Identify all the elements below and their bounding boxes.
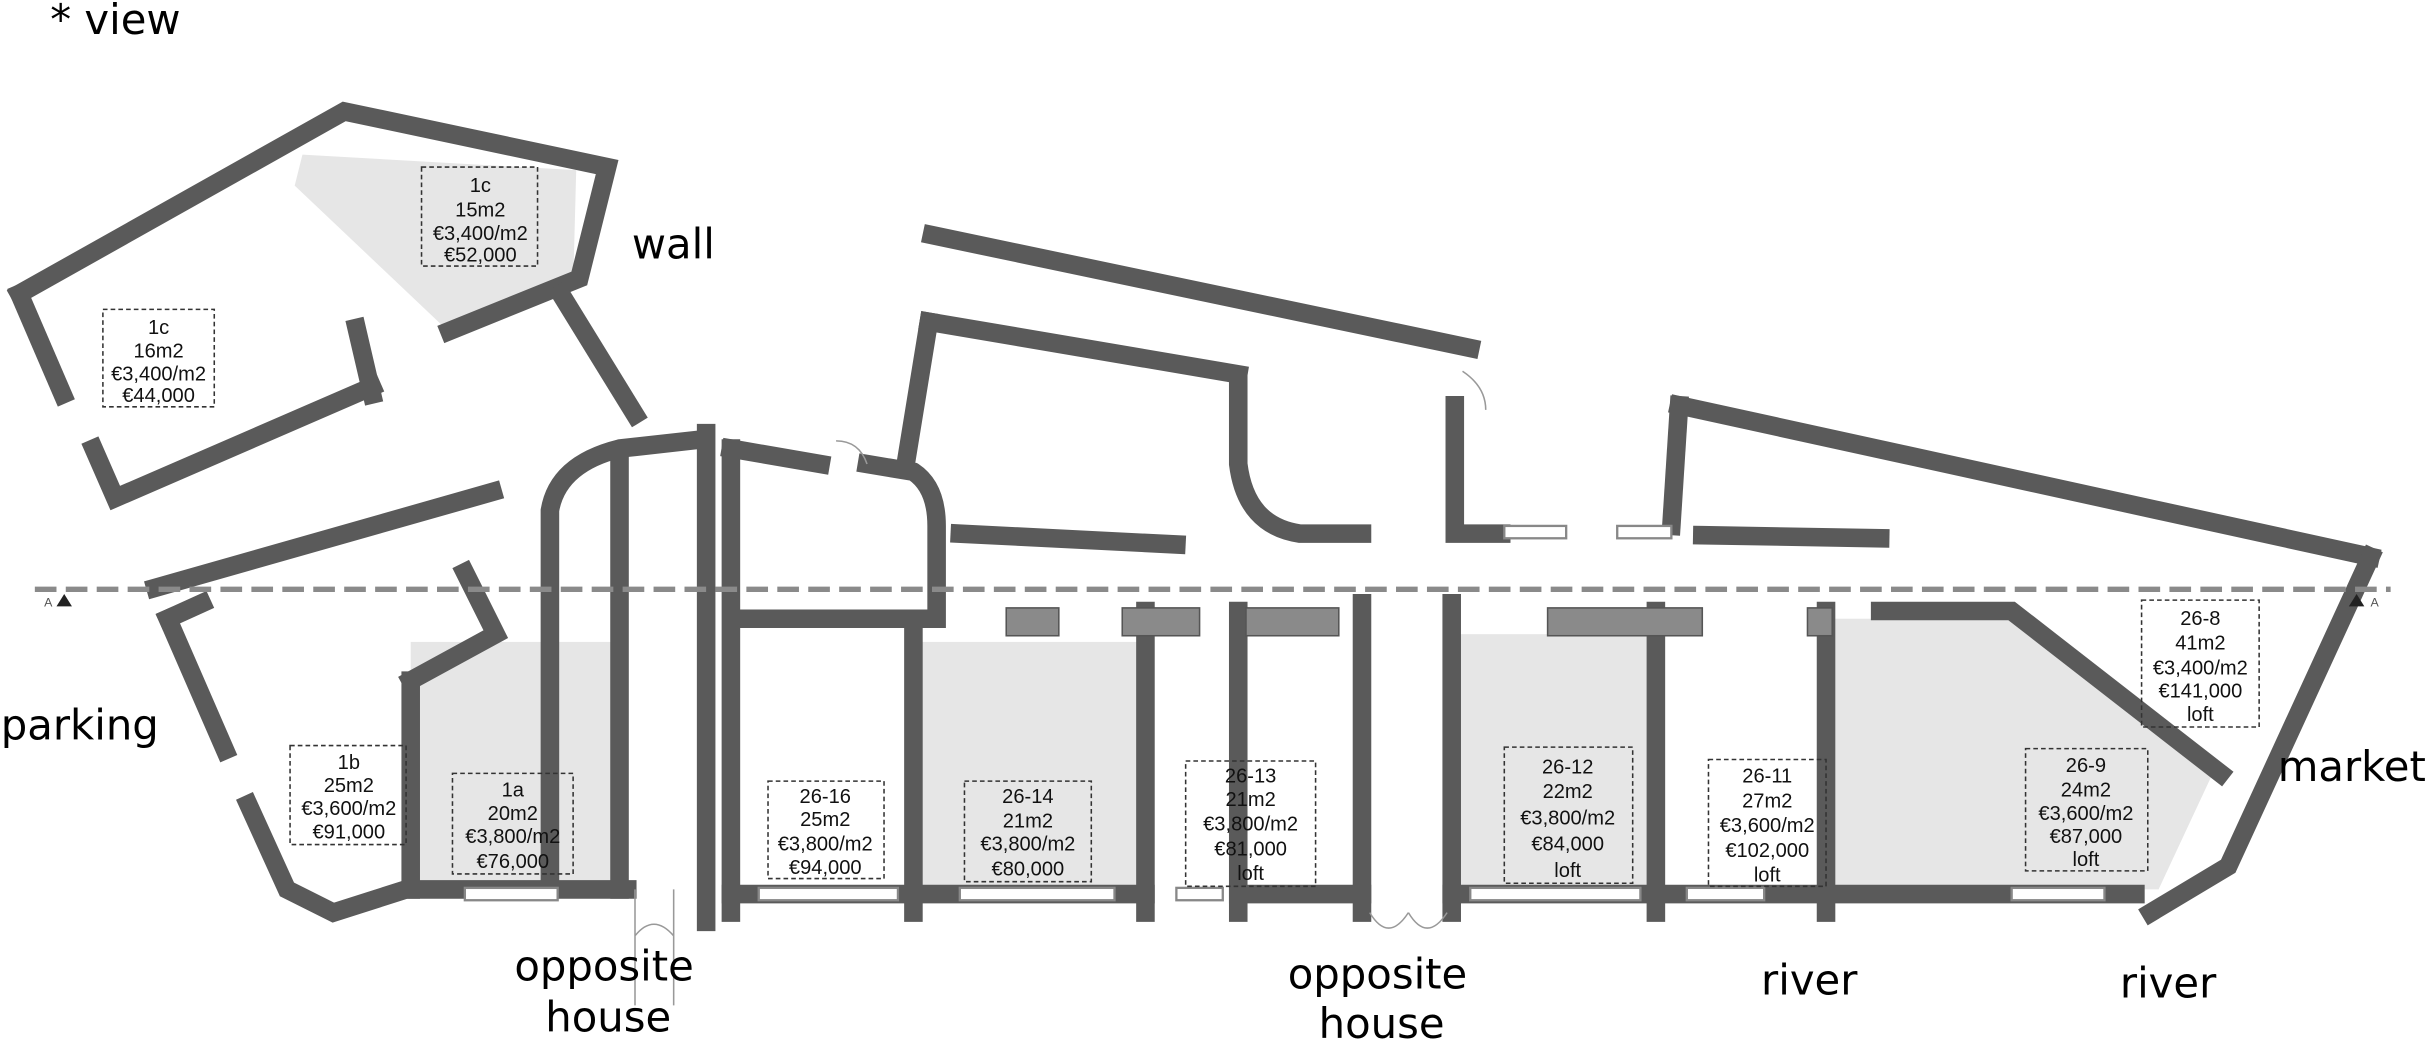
unit-id: 26-11 xyxy=(1742,766,1792,788)
unit-area: 22m2 xyxy=(1543,781,1593,803)
unit-label: 1c 16m2 €3,400/m2 €44,000 xyxy=(102,308,216,408)
unit-area: 24m2 xyxy=(2061,780,2111,802)
unit-price-per-m2: €3,800/m2 xyxy=(778,834,873,856)
unit-area: 16m2 xyxy=(133,340,183,362)
unit-area: 21m2 xyxy=(1225,789,1275,811)
unit-id: 26-9 xyxy=(2066,755,2106,777)
unit-price: €91,000 xyxy=(313,821,386,843)
unit-price-per-m2: €3,800/m2 xyxy=(465,826,560,848)
unit-labels: 1c 15m2 €3,400/m2 €52,000 1c 16m2 €3,400… xyxy=(102,166,2260,888)
unit-label: 26-16 25m2 €3,800/m2 €94,000 xyxy=(767,780,885,880)
unit-price: €80,000 xyxy=(992,858,1065,880)
unit-price-per-m2: €3,400/m2 xyxy=(433,223,528,245)
unit-id: 1c xyxy=(470,175,491,197)
unit-id: 26-8 xyxy=(2180,608,2220,630)
unit-price: €76,000 xyxy=(476,851,549,873)
shaded-units xyxy=(294,154,2213,890)
section-marker-left: A xyxy=(44,595,53,609)
unit-area: 25m2 xyxy=(324,775,374,797)
opposite-house-label: house xyxy=(545,993,671,1041)
unit-price-per-m2: €3,400/m2 xyxy=(111,364,206,386)
unit-label: 1c 15m2 €3,400/m2 €52,000 xyxy=(420,166,539,267)
unit-note: loft xyxy=(2187,704,2214,726)
unit-id: 1b xyxy=(338,752,360,774)
doors xyxy=(634,370,1487,1006)
unit-area: 41m2 xyxy=(2175,633,2225,655)
unit-price-per-m2: €3,600/m2 xyxy=(2038,803,2133,825)
unit-label: 26-12 22m2 €3,800/m2 €84,000 loft xyxy=(1503,746,1634,884)
unit-price: €94,000 xyxy=(789,857,862,879)
parking-label: parking xyxy=(1,700,159,749)
section-line-a: A A xyxy=(34,586,2391,609)
unit-area: 20m2 xyxy=(488,803,538,825)
unit-area: 25m2 xyxy=(800,809,850,831)
unit-area: 21m2 xyxy=(1003,811,1053,833)
unit-area: 15m2 xyxy=(455,200,505,222)
unit-price-per-m2: €3,800/m2 xyxy=(1203,814,1298,836)
unit-id: 1c xyxy=(148,317,169,339)
river-label: river xyxy=(1761,956,1858,1005)
unit-id: 26-16 xyxy=(800,786,851,808)
river-label: river xyxy=(2120,959,2217,1008)
unit-price-per-m2: €3,400/m2 xyxy=(2153,657,2248,679)
section-marker-right: A xyxy=(2371,595,2380,609)
unit-price: €87,000 xyxy=(2050,826,2123,848)
unit-label: 26-13 21m2 €3,800/m2 €81,000 loft xyxy=(1184,760,1317,888)
opposite-house-label: opposite xyxy=(514,942,694,991)
walls xyxy=(6,101,2383,932)
unit-label: 26-9 24m2 €3,600/m2 €87,000 loft xyxy=(2024,747,2149,872)
unit-note: loft xyxy=(1554,860,1581,882)
windows xyxy=(463,524,2106,902)
unit-id: 26-12 xyxy=(1542,756,1593,778)
unit-note: loft xyxy=(1237,863,1264,885)
unit-id: 26-14 xyxy=(1002,786,1053,808)
opposite-house-label: opposite xyxy=(1288,949,1468,998)
unit-label: 26-8 41m2 €3,400/m2 €141,000 loft xyxy=(2140,599,2260,728)
unit-price-per-m2: €3,600/m2 xyxy=(1720,815,1815,837)
unit-price-per-m2: €3,800/m2 xyxy=(1520,807,1615,829)
unit-id: 1a xyxy=(502,780,525,802)
unit-price: €141,000 xyxy=(2158,681,2242,703)
unit-price: €52,000 xyxy=(444,244,517,266)
unit-price: €44,000 xyxy=(122,385,195,407)
market-label: market xyxy=(2278,742,2426,791)
opposite-house-label: house xyxy=(1319,999,1445,1041)
wall-label: wall xyxy=(632,219,715,268)
unit-price-per-m2: €3,800/m2 xyxy=(980,834,1075,856)
unit-label: 1a 20m2 €3,800/m2 €76,000 xyxy=(451,772,574,875)
unit-label: 26-11 27m2 €3,600/m2 €102,000 loft xyxy=(1707,758,1827,888)
unit-price: €81,000 xyxy=(1214,838,1287,860)
unit-price: €84,000 xyxy=(1531,834,1604,856)
unit-note: loft xyxy=(1754,865,1781,887)
unit-label: 26-14 21m2 €3,800/m2 €80,000 xyxy=(963,780,1093,883)
unit-price-per-m2: €3,600/m2 xyxy=(301,798,396,820)
unit-id: 26-13 xyxy=(1225,766,1276,788)
unit-label: 1b 25m2 €3,600/m2 €91,000 xyxy=(289,744,407,846)
unit-note: loft xyxy=(2072,849,2099,871)
view-label: * view xyxy=(50,0,180,44)
unit-area: 27m2 xyxy=(1742,790,1792,812)
unit-price: €102,000 xyxy=(1725,840,1809,862)
